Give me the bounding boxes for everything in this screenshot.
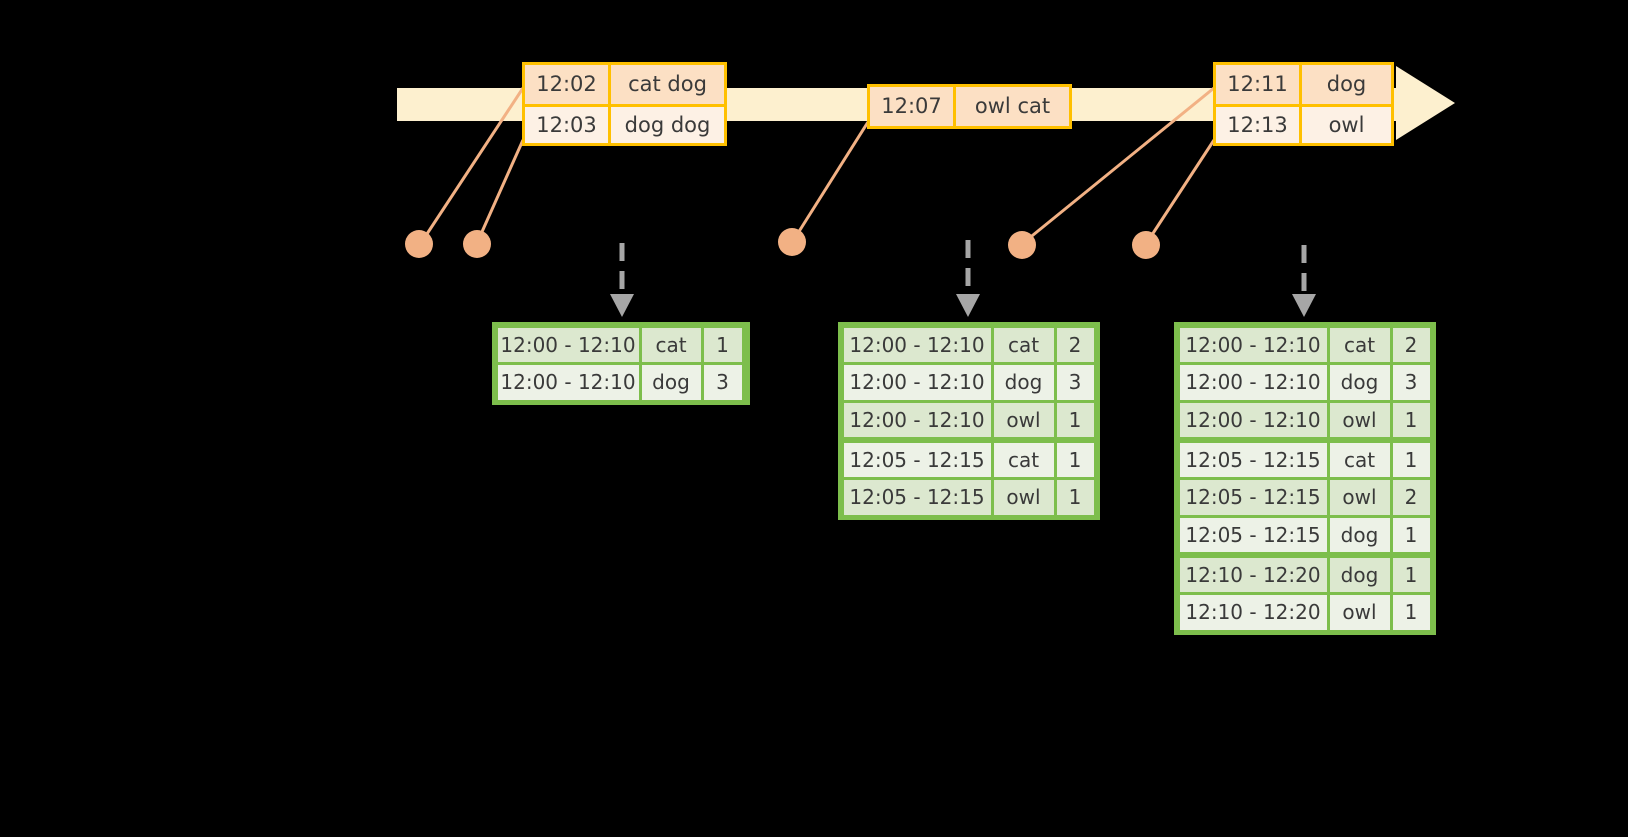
cell-word: owl — [993, 480, 1054, 515]
cell-count: 3 — [703, 365, 742, 400]
marker-12-11-dot — [1008, 231, 1036, 259]
cell-window: 12:00 - 12:10 — [1179, 365, 1327, 400]
event-words: owl — [1302, 107, 1391, 143]
event-row[interactable]: 12:03 dog dog — [525, 104, 724, 143]
event-words: dog — [1302, 65, 1391, 104]
cell-word: dog — [1329, 517, 1390, 552]
table-row[interactable]: 12:00 - 12:10 cat 2 — [842, 326, 1096, 364]
cell-count: 3 — [1392, 365, 1430, 400]
cell-word: dog — [1329, 557, 1390, 592]
cell-window: 12:00 - 12:10 — [843, 402, 991, 437]
cell-window: 12:10 - 12:20 — [1179, 595, 1327, 630]
cell-window: 12:00 - 12:10 — [1179, 327, 1327, 362]
cell-window: 12:00 - 12:10 — [497, 327, 639, 362]
event-row[interactable]: 12:02 cat dog — [525, 65, 724, 104]
cell-word: cat — [993, 442, 1054, 477]
cell-count: 1 — [1392, 402, 1430, 437]
table-row[interactable]: 12:00 - 12:10 dog 3 — [842, 363, 1096, 401]
table-row[interactable]: 12:00 - 12:10 dog 3 — [496, 363, 746, 401]
table-row[interactable]: 12:00 - 12:10 owl 1 — [1178, 401, 1432, 439]
table-row[interactable]: 12:05 - 12:15 owl 1 — [842, 478, 1096, 516]
table-row[interactable]: 12:05 - 12:15 cat 1 — [1178, 441, 1432, 479]
event-words: owl cat — [956, 87, 1069, 126]
table-row[interactable]: 12:00 - 12:10 cat 1 — [496, 326, 746, 364]
cell-window: 12:00 - 12:10 — [843, 327, 991, 362]
cell-word: cat — [641, 327, 701, 362]
table-row[interactable]: 12:10 - 12:20 dog 1 — [1178, 556, 1432, 594]
cell-window: 12:00 - 12:10 — [1179, 402, 1327, 437]
cell-window: 12:05 - 12:15 — [1179, 442, 1327, 477]
cell-count: 1 — [703, 327, 742, 362]
cell-word: owl — [1329, 595, 1390, 630]
event-time: 12:02 — [525, 65, 611, 104]
event-row[interactable]: 12:11 dog — [1216, 65, 1391, 104]
table-row[interactable]: 12:10 - 12:20 owl 1 — [1178, 593, 1432, 631]
cell-word: dog — [993, 365, 1054, 400]
cell-window: 12:05 - 12:15 — [843, 442, 991, 477]
flow-arrowheads — [610, 294, 1316, 317]
cell-window: 12:05 - 12:15 — [1179, 517, 1327, 552]
cell-word: owl — [1329, 402, 1390, 437]
event-words: dog dog — [611, 107, 724, 143]
state-table-2[interactable]: 12:00 - 12:10 cat 2 12:00 - 12:10 dog 3 … — [838, 322, 1100, 520]
table-row[interactable]: 12:00 - 12:10 owl 1 — [842, 401, 1096, 439]
cell-window: 12:00 - 12:10 — [497, 365, 639, 400]
table-row[interactable]: 12:05 - 12:15 dog 1 — [1178, 516, 1432, 554]
cell-word: cat — [993, 327, 1054, 362]
event-time: 12:11 — [1216, 65, 1302, 104]
cell-word: owl — [1329, 480, 1390, 515]
cell-count: 1 — [1392, 557, 1430, 592]
table-row[interactable]: 12:05 - 12:15 cat 1 — [842, 441, 1096, 479]
marker-dots — [405, 228, 1160, 259]
cell-word: owl — [993, 402, 1054, 437]
cell-count: 2 — [1056, 327, 1094, 362]
marker-12-13-dot — [1132, 231, 1160, 259]
state-table-3[interactable]: 12:00 - 12:10 cat 2 12:00 - 12:10 dog 3 … — [1174, 322, 1436, 635]
cell-count: 1 — [1056, 442, 1094, 477]
cell-window: 12:10 - 12:20 — [1179, 557, 1327, 592]
cell-count: 2 — [1392, 480, 1430, 515]
cell-word: dog — [1329, 365, 1390, 400]
event-time: 12:13 — [1216, 107, 1302, 143]
marker-12-07-dot — [778, 228, 806, 256]
cell-count: 3 — [1056, 365, 1094, 400]
cell-window: 12:05 - 12:15 — [1179, 480, 1327, 515]
cell-count: 1 — [1392, 442, 1430, 477]
table-row[interactable]: 12:00 - 12:10 dog 3 — [1178, 363, 1432, 401]
table-row[interactable]: 12:05 - 12:15 owl 2 — [1178, 478, 1432, 516]
event-time: 12:07 — [870, 87, 956, 126]
cell-count: 2 — [1392, 327, 1430, 362]
cell-word: dog — [641, 365, 701, 400]
event-time: 12:03 — [525, 107, 611, 143]
cell-count: 1 — [1056, 402, 1094, 437]
cell-word: cat — [1329, 327, 1390, 362]
marker-12-03-dot — [463, 230, 491, 258]
event-box-group-1[interactable]: 12:02 cat dog 12:03 dog dog — [522, 62, 727, 146]
cell-count: 1 — [1056, 480, 1094, 515]
flow-arrows — [619, 240, 1307, 297]
cell-window: 12:00 - 12:10 — [843, 365, 991, 400]
event-row[interactable]: 12:13 owl — [1216, 104, 1391, 143]
state-table-1[interactable]: 12:00 - 12:10 cat 1 12:00 - 12:10 dog 3 — [492, 322, 750, 405]
cell-count: 1 — [1392, 595, 1430, 630]
event-box-group-3[interactable]: 12:11 dog 12:13 owl — [1213, 62, 1394, 146]
marker-12-02-dot — [405, 230, 433, 258]
event-box-group-2[interactable]: 12:07 owl cat — [867, 84, 1072, 129]
table-row[interactable]: 12:00 - 12:10 cat 2 — [1178, 326, 1432, 364]
cell-window: 12:05 - 12:15 — [843, 480, 991, 515]
cell-word: cat — [1329, 442, 1390, 477]
event-words: cat dog — [611, 65, 724, 104]
cell-count: 1 — [1392, 517, 1430, 552]
event-row[interactable]: 12:07 owl cat — [870, 87, 1069, 126]
